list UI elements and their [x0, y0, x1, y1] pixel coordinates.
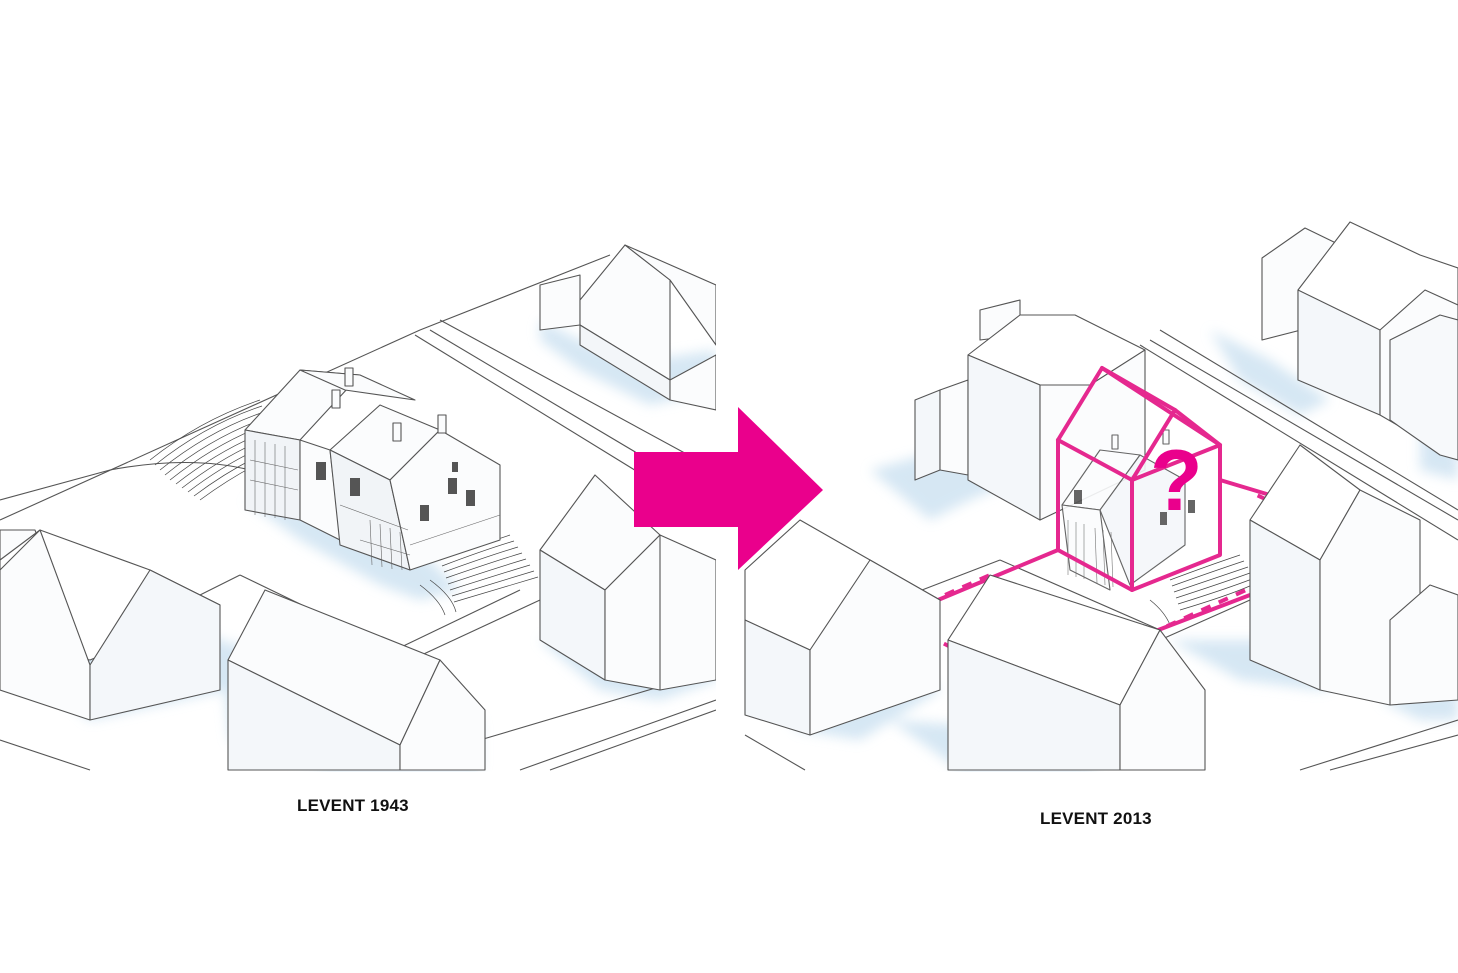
hatch-steps	[419, 534, 539, 616]
panel-2013	[744, 221, 1458, 771]
transition-arrow	[634, 407, 823, 570]
hatch-steps	[1149, 554, 1253, 626]
building-front-left	[744, 519, 941, 736]
historic-house-faded	[1061, 429, 1195, 591]
building-front-middle	[947, 574, 1206, 771]
building-front-left	[0, 529, 221, 721]
caption-1943: LEVENT 1943	[297, 796, 409, 815]
historic-house	[244, 367, 501, 571]
arrow-right-icon	[634, 407, 823, 570]
question-mark-annotation: ?	[1150, 433, 1203, 529]
building-back-right	[539, 244, 716, 411]
panel-1943	[0, 244, 716, 771]
ground-lines	[0, 254, 716, 771]
caption-2013: LEVENT 2013	[1040, 809, 1152, 828]
building-right	[539, 474, 716, 691]
building-back-right	[1261, 221, 1458, 461]
building-right	[1249, 444, 1458, 706]
building-front-middle	[227, 589, 486, 771]
